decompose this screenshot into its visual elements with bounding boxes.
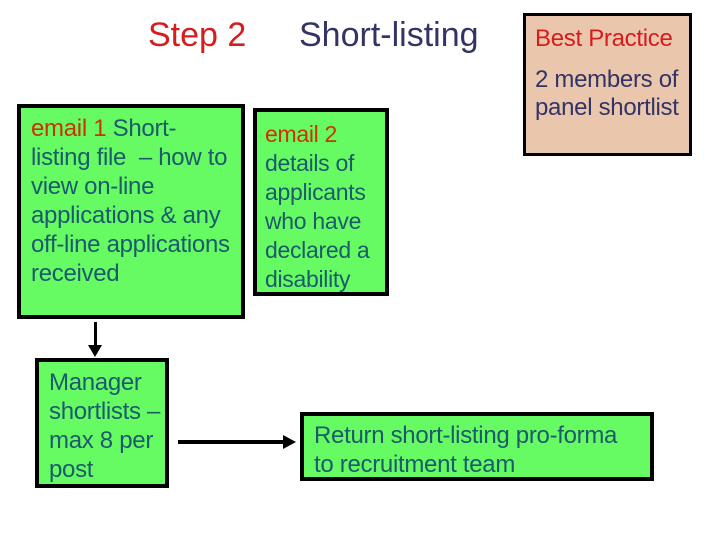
best-practice-box: Best Practice 2 members of panel shortlis… — [523, 13, 692, 156]
arrow-right-icon — [178, 440, 283, 444]
email2-body: details of applicants who have declared … — [265, 150, 370, 292]
arrow-down-head-icon — [88, 345, 102, 357]
email1-box: email 1 Short- listing file – how to vie… — [17, 104, 245, 319]
step-label: Step 2 — [148, 16, 247, 54]
manager-box-text: Manager shortlists – max 8 per post — [49, 369, 161, 483]
return-box-text: Return short-listing pro-forma to recrui… — [314, 422, 618, 478]
return-box: Return short-listing pro-forma to recrui… — [300, 412, 654, 481]
best-practice-body: 2 members of panel shortlist — [535, 66, 679, 121]
manager-box: Manager shortlists – max 8 per post — [35, 358, 169, 488]
email1-body: Short- listing file – how to view on-lin… — [31, 115, 230, 287]
arrow-right-head-icon — [283, 435, 296, 449]
slide-title: Short-listing — [299, 16, 479, 54]
email2-label: email 2 — [265, 121, 338, 147]
email2-box: email 2 details of applicants who have de… — [253, 108, 389, 296]
email1-label: email 1 — [31, 115, 107, 142]
arrow-down-icon — [94, 322, 97, 345]
best-practice-heading: Best Practice — [535, 25, 673, 52]
